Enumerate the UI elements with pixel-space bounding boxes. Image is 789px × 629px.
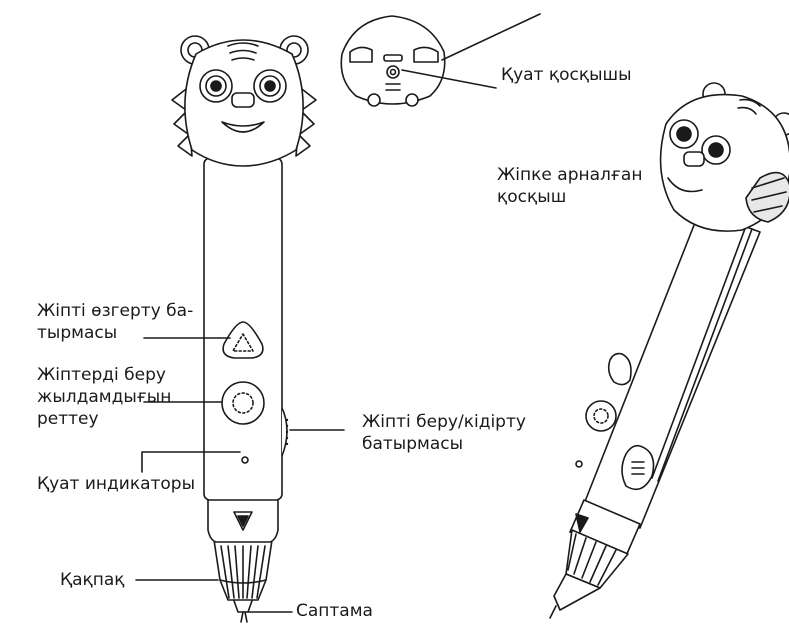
side-speed-button <box>586 401 616 431</box>
leader-top <box>442 14 540 60</box>
label-feed-pause: Жіпті беру/кідірту батырмасы <box>362 411 526 455</box>
label-filament-inlet-line1: Жіпке арналған <box>497 164 642 186</box>
label-speed: Жіптерді беру жылдамдығын реттеу <box>37 364 171 430</box>
ribbed-cap <box>214 540 272 600</box>
label-feed-pause-line2: батырмасы <box>362 433 526 455</box>
label-cap-text: Қақпақ <box>60 569 125 591</box>
label-change-button-line1: Жіпті өзгерту ба- <box>37 300 193 322</box>
label-nozzle: Саптама <box>296 600 373 622</box>
nozzle-tip <box>233 598 253 622</box>
label-filament-inlet: Жіпке арналған қосқыш <box>497 164 642 208</box>
label-speed-line3: реттеу <box>37 408 171 430</box>
label-cap: Қақпақ <box>60 569 125 591</box>
bear-head <box>172 36 316 166</box>
side-bear-head <box>661 83 789 231</box>
label-power-indicator-text: Қуат индикаторы <box>37 473 195 495</box>
label-power-connector: Қуат қосқышы <box>501 64 632 86</box>
speed-button <box>222 382 264 424</box>
label-nozzle-text: Саптама <box>296 600 373 622</box>
label-change-button-line2: тырмасы <box>37 322 193 344</box>
power-port-icon <box>384 55 402 61</box>
label-feed-pause-line1: Жіпті беру/кідірту <box>362 411 526 433</box>
label-change-button: Жіпті өзгерту ба- тырмасы <box>37 300 193 344</box>
label-power-connector-text: Қуат қосқышы <box>501 64 632 86</box>
filament-inlet-icon <box>387 66 399 78</box>
pen-front-view <box>172 36 316 622</box>
label-filament-inlet-line2: қосқыш <box>497 186 642 208</box>
label-power-indicator: Қуат индикаторы <box>37 473 195 495</box>
side-power-led <box>576 461 582 467</box>
label-speed-line2: жылдамдығын <box>37 386 171 408</box>
label-speed-line1: Жіптерді беру <box>37 364 171 386</box>
pen-collar <box>208 498 278 542</box>
side-change-button <box>609 354 631 385</box>
head-underside-detail <box>341 16 444 106</box>
